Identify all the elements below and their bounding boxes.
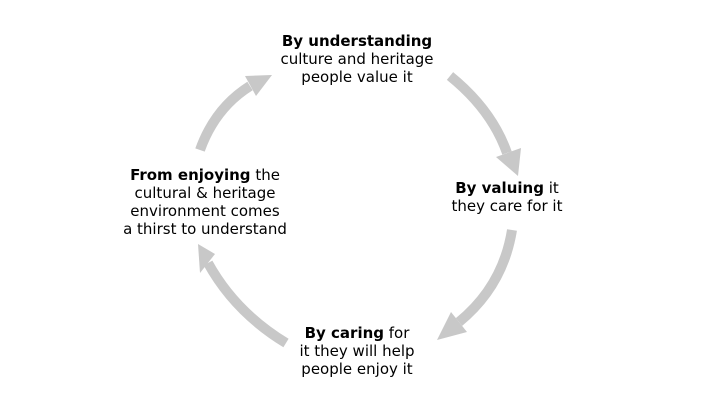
step-line-3: people value it xyxy=(301,68,413,86)
step-line-1: From enjoying the xyxy=(100,166,310,184)
cycle-step-caring: By caring for it they will help people e… xyxy=(257,324,457,378)
step-line-4: a thirst to understand xyxy=(123,220,287,238)
arrow-right-to-bottom xyxy=(455,229,517,326)
cycle-step-valuing: By valuing it they care for it xyxy=(427,179,587,215)
step-line-1: By understanding xyxy=(257,32,457,50)
cycle-step-understanding: By understanding culture and heritage pe… xyxy=(257,32,457,86)
step-line-2: they care for it xyxy=(451,197,563,215)
arrowhead-top xyxy=(245,75,272,96)
arrowhead-bottom xyxy=(437,312,467,340)
step-text: the xyxy=(250,166,280,184)
step-keyword: From enjoying xyxy=(130,166,251,184)
arrow-bottom-to-left xyxy=(203,260,289,348)
step-text: it xyxy=(543,179,559,197)
step-line-2: cultural & heritage xyxy=(134,184,276,202)
step-text: for xyxy=(384,324,410,342)
step-line-2: it they will help xyxy=(299,342,415,360)
step-keyword: By valuing xyxy=(455,179,544,197)
step-keyword: By caring xyxy=(304,324,384,342)
arrowhead-right xyxy=(496,148,521,176)
step-line-3: people enjoy it xyxy=(301,360,413,378)
arrowhead-left xyxy=(198,244,215,273)
step-line-1: By caring for xyxy=(257,324,457,342)
step-line-2: culture and heritage xyxy=(280,50,434,68)
step-line-1: By valuing it xyxy=(427,179,587,197)
step-line-3: environment comes xyxy=(130,202,280,220)
arrow-left-to-top xyxy=(195,81,253,152)
arrow-top-to-right xyxy=(446,72,512,155)
cycle-step-enjoying: From enjoying the cultural & heritage en… xyxy=(100,166,310,238)
step-keyword: By understanding xyxy=(281,32,433,50)
